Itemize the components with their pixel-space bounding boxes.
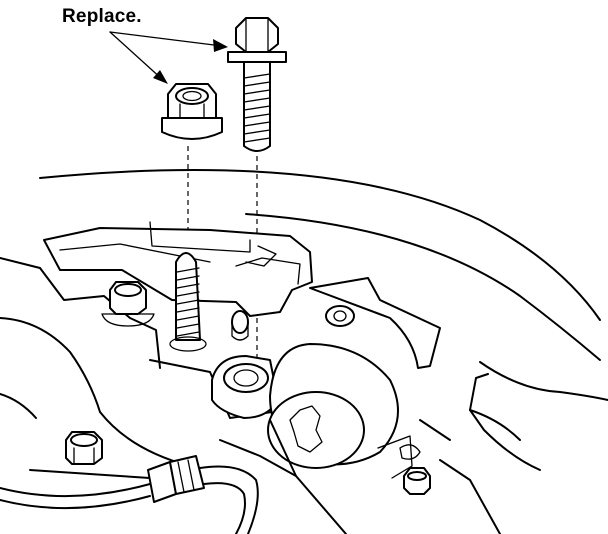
flange-bolt [227,17,287,152]
callout-arrows [109,31,228,84]
small-bolt-bottom [65,431,103,465]
mount-stud [169,252,207,352]
brake-line-fitting [0,455,259,534]
replace-callout: Replace. [62,6,142,27]
flange-nut [161,83,223,140]
bolt-hole [211,355,279,419]
locating-pin [231,310,249,341]
frame-arc [39,169,608,471]
small-bolt-top [101,281,155,327]
side-bolt-right [399,444,431,495]
lower-housing [219,409,521,534]
round-mount [267,277,441,479]
